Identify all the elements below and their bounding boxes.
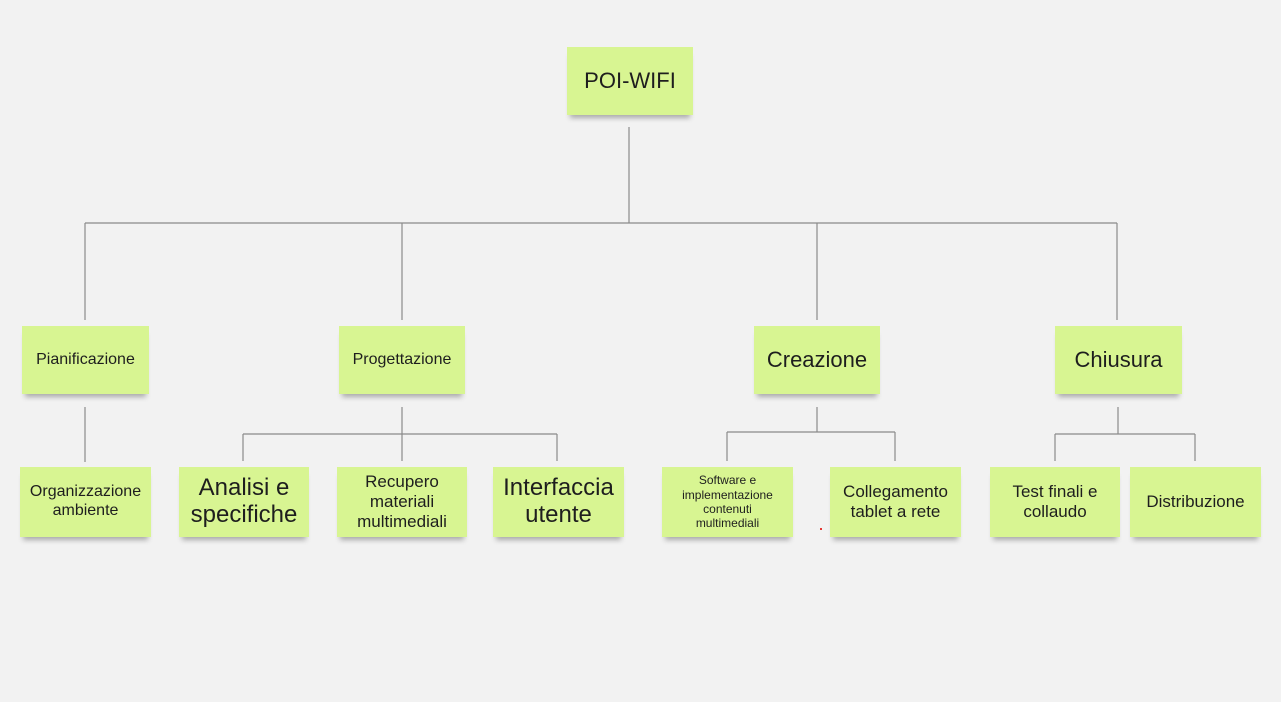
task-note-interfaccia-utente[interactable]: Interfaccia utente <box>493 467 624 537</box>
phase-note-creazione[interactable]: Creazione <box>754 326 880 394</box>
task-note-software-implementazione[interactable]: Software e implementazione contenuti mul… <box>662 467 793 537</box>
task-label: Analisi e specifiche <box>190 474 298 528</box>
task-label: Collegamento tablet a rete <box>843 481 948 521</box>
phase-label: Chiusura <box>1074 347 1163 373</box>
phase-label: Progettazione <box>352 350 452 368</box>
phase-note-pianificazione[interactable]: Pianificazione <box>22 326 149 394</box>
cursor-dot <box>820 528 822 530</box>
root-note[interactable]: POI-WIFI <box>567 47 693 115</box>
phase-label: Creazione <box>766 347 868 373</box>
task-label: Organizzazione ambiente <box>29 483 142 519</box>
task-note-collegamento-tablet[interactable]: Collegamento tablet a rete <box>830 467 961 537</box>
task-label: Software e implementazione contenuti mul… <box>682 473 773 531</box>
task-note-organizzazione-ambiente[interactable]: Organizzazione ambiente <box>20 467 151 537</box>
root-label: POI-WIFI <box>584 68 676 94</box>
phase-label: Pianificazione <box>36 350 135 368</box>
task-note-distribuzione[interactable]: Distribuzione <box>1130 467 1261 537</box>
phase-note-progettazione[interactable]: Progettazione <box>339 326 465 394</box>
task-note-test-finali[interactable]: Test finali e collaudo <box>990 467 1120 537</box>
task-label: Distribuzione <box>1146 491 1245 511</box>
task-note-recupero-materiali[interactable]: Recupero materiali multimediali <box>337 467 467 537</box>
task-note-analisi-specifiche[interactable]: Analisi e specifiche <box>179 467 309 537</box>
phase-note-chiusura[interactable]: Chiusura <box>1055 326 1182 394</box>
task-label: Test finali e collaudo <box>1012 481 1098 521</box>
task-label: Interfaccia utente <box>503 474 614 528</box>
task-label: Recupero materiali multimediali <box>357 471 447 532</box>
